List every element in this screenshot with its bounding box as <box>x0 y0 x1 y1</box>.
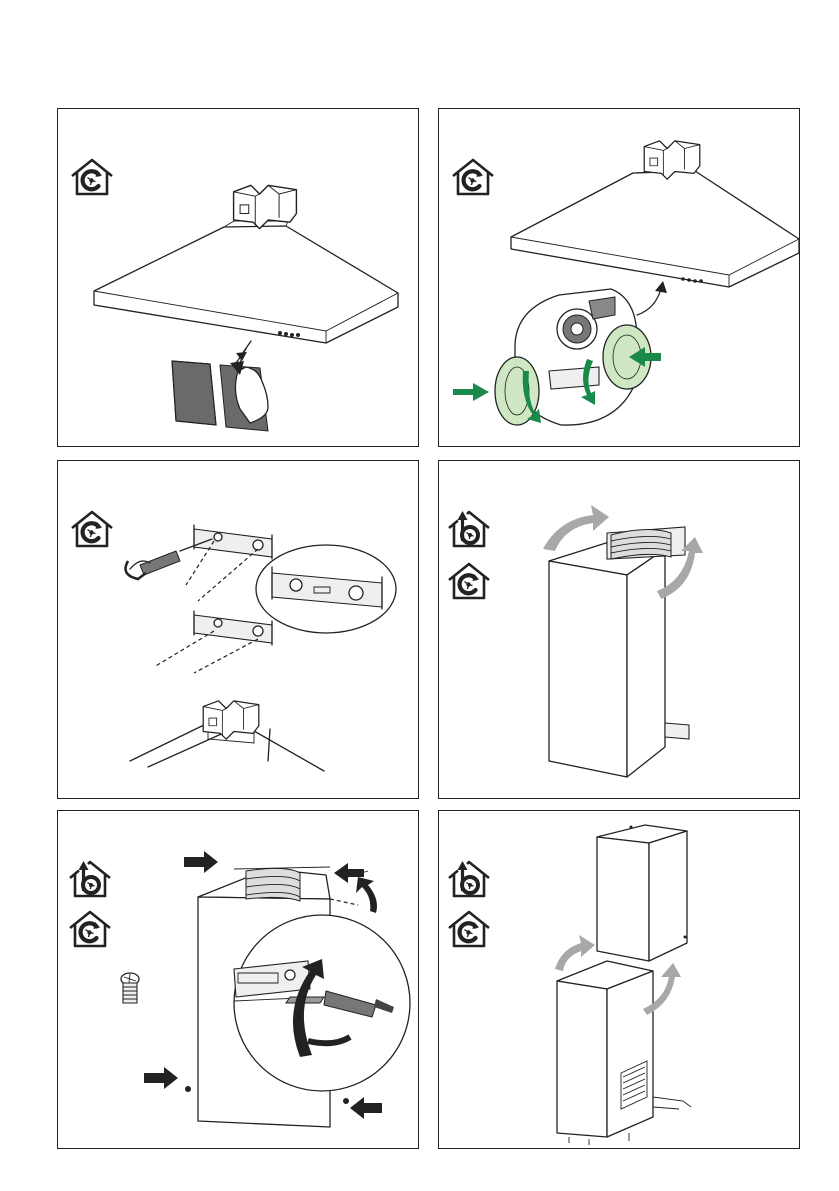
hood-top <box>130 701 324 771</box>
house-recirculation-icon <box>72 160 112 194</box>
house-recirculation-icon <box>70 912 110 946</box>
panel-5 <box>57 810 419 1149</box>
lower-bracket <box>154 611 272 673</box>
upper-chimney <box>597 825 687 961</box>
panel-2 <box>438 108 800 447</box>
house-recirculation-icon <box>72 512 112 546</box>
panel-1 <box>57 108 419 447</box>
grease-filters <box>172 341 268 431</box>
panel-5-illustration <box>58 811 419 1149</box>
house-extraction-icon <box>449 861 489 896</box>
panel-3-illustration <box>58 461 419 799</box>
motor-with-charcoal-filters <box>495 289 651 425</box>
house-recirculation-icon <box>449 912 489 946</box>
house-extraction-icon <box>70 861 110 896</box>
panel-6-illustration <box>439 811 800 1149</box>
house-extraction-icon <box>449 511 489 546</box>
panel-4 <box>438 460 800 799</box>
bracket-detail-zoom <box>256 545 396 633</box>
panel-1-illustration <box>58 109 419 447</box>
panel-2-illustration <box>439 109 800 447</box>
panel-4-illustration <box>439 461 800 799</box>
panel-6 <box>438 810 800 1149</box>
house-recirculation-icon <box>449 564 489 598</box>
screw-icon <box>121 973 139 1003</box>
rotate-arrow-icon <box>543 505 609 551</box>
rotate-arrow-icon <box>555 935 595 971</box>
duct-chimney <box>549 527 689 777</box>
arrow-left-icon <box>350 1097 382 1119</box>
screw-detail-zoom <box>234 915 410 1091</box>
arrow-right-icon <box>144 1067 178 1089</box>
arrow-right-icon <box>453 383 489 401</box>
house-recirculation-icon <box>453 160 493 194</box>
hood-drawing <box>511 141 799 315</box>
hood-drawing <box>94 185 398 343</box>
panel-3 <box>57 460 419 799</box>
rotate-arrow-icon <box>356 877 377 913</box>
arrow-right-icon <box>184 851 218 873</box>
